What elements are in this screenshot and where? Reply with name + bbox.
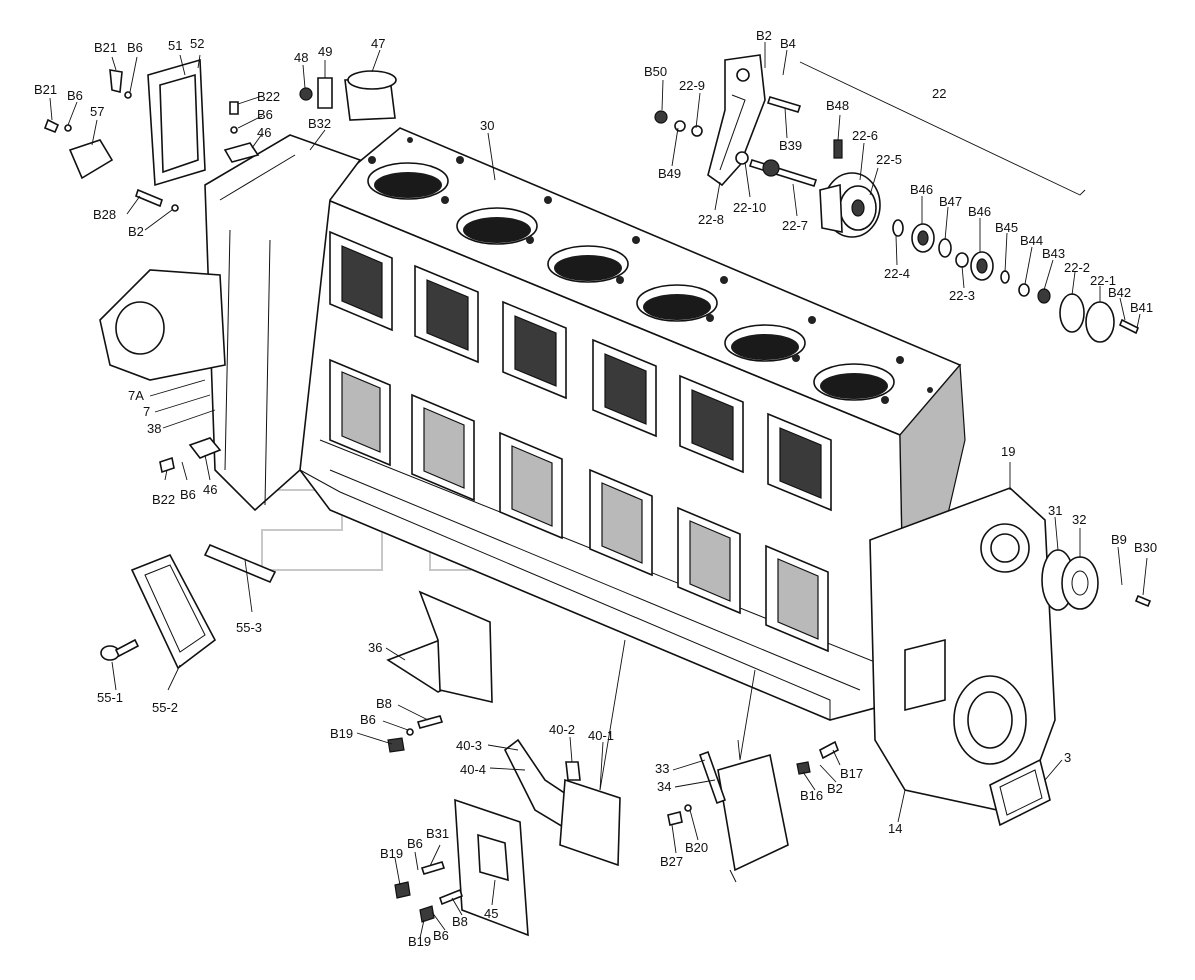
bottom-parts [386,590,839,937]
front-gear-cover [869,487,1056,816]
label-B21: B21 [34,82,57,97]
label-46: 46 [257,125,271,140]
part-labels: B21 B6 51 52 B21 B6 57 B28 B2 48 49 47 B… [34,28,1157,949]
label-B6: B6 [407,836,423,851]
label-47: 47 [371,36,385,51]
label-22-9: 22-9 [679,78,705,93]
label-3: 3 [1064,750,1071,765]
label-B50: B50 [644,64,667,79]
label-38: 38 [147,421,161,436]
label-B17: B17 [840,766,863,781]
rear-housing [99,134,362,512]
pulley-assembly-22 [654,54,1140,343]
label-B4: B4 [780,36,796,51]
upper-inspection-windows [329,230,832,512]
label-B49: B49 [658,166,681,181]
label-B6: B6 [257,107,273,122]
label-51: 51 [168,38,182,53]
label-30: 30 [480,118,494,133]
label-14: 14 [888,821,902,836]
label-B6: B6 [127,40,143,55]
lower-crankcase-windows [329,358,829,653]
label-7A: 7A [128,388,144,403]
label-49: 49 [318,44,332,59]
label-B19: B19 [380,846,403,861]
label-B20: B20 [685,840,708,855]
label-22: 22 [932,86,946,101]
label-B47: B47 [939,194,962,209]
label-B28: B28 [93,207,116,222]
label-B30: B30 [1134,540,1157,555]
label-B6: B6 [433,928,449,943]
label-55-3: 55-3 [236,620,262,635]
label-46: 46 [203,482,217,497]
label-22-3: 22-3 [949,288,975,303]
label-22-6: 22-6 [852,128,878,143]
label-7: 7 [143,404,150,419]
label-B44: B44 [1020,233,1043,248]
label-22-10: 22-10 [733,200,766,215]
label-B6: B6 [67,88,83,103]
label-48: 48 [294,50,308,65]
label-B27: B27 [660,854,683,869]
label-40-2: 40-2 [549,722,575,737]
label-B9: B9 [1111,532,1127,547]
label-B46: B46 [968,204,991,219]
label-B19: B19 [330,726,353,741]
label-B41: B41 [1130,300,1153,315]
label-B6: B6 [360,712,376,727]
label-B8: B8 [452,914,468,929]
label-22-5: 22-5 [876,152,902,167]
label-B8: B8 [376,696,392,711]
label-32: 32 [1072,512,1086,527]
label-B45: B45 [995,220,1018,235]
part-3-gasket [989,758,1051,827]
leader-lines [49,42,1148,939]
label-22-1: 22-1 [1090,273,1116,288]
label-B42: B42 [1108,285,1131,300]
label-36: 36 [368,640,382,655]
label-B22: B22 [257,89,280,104]
label-B2: B2 [128,224,144,239]
label-22-7: 22-7 [782,218,808,233]
label-B32: B32 [308,116,331,131]
left-lower-parts [100,437,277,670]
cylinder-bores [367,162,895,401]
label-B2: B2 [756,28,772,43]
label-57: 57 [90,104,104,119]
label-45: 45 [484,906,498,921]
label-55-2: 55-2 [152,700,178,715]
label-52: 52 [190,36,204,51]
label-B6: B6 [180,487,196,502]
label-40-4: 40-4 [460,762,486,777]
label-34: 34 [657,779,671,794]
label-33: 33 [655,761,669,776]
label-B22: B22 [152,492,175,507]
label-40-3: 40-3 [456,738,482,753]
label-19: 19 [1001,444,1015,459]
label-55-1: 55-1 [97,690,123,705]
label-22-8: 22-8 [698,212,724,227]
part-31-32-flange [1041,549,1152,611]
label-B46: B46 [910,182,933,197]
label-B48: B48 [826,98,849,113]
label-B19: B19 [408,934,431,949]
label-B31: B31 [426,826,449,841]
label-B2: B2 [827,781,843,796]
label-40-1: 40-1 [588,728,614,743]
label-B16: B16 [800,788,823,803]
label-B43: B43 [1042,246,1065,261]
deck-bolt-holes [368,137,933,404]
label-B21: B21 [94,40,117,55]
label-22-4: 22-4 [884,266,910,281]
label-31: 31 [1048,503,1062,518]
label-22-2: 22-2 [1064,260,1090,275]
label-B39: B39 [779,138,802,153]
